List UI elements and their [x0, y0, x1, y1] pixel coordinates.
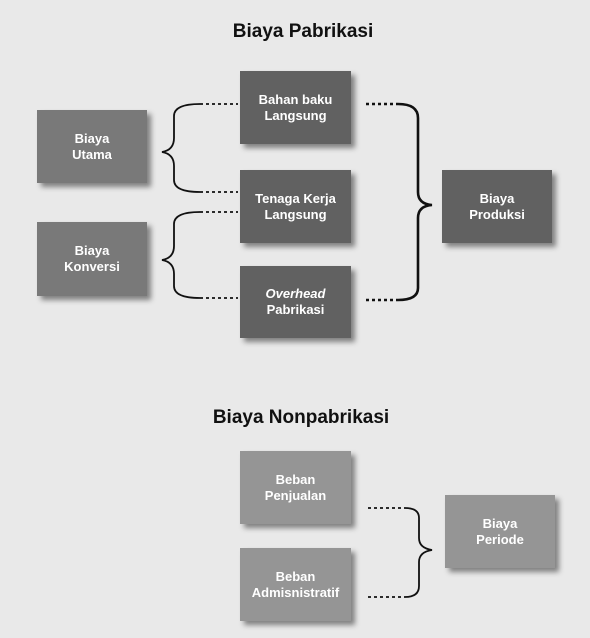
- product-cost-box: Biaya Produksi: [442, 170, 552, 243]
- prime-cost-box: Biaya Utama: [37, 110, 147, 183]
- period-cost-box: Biaya Periode: [445, 495, 555, 568]
- selling-expense-line1: Beban: [275, 471, 316, 487]
- overhead-line2: Pabrikasi: [266, 302, 325, 317]
- selling-expense-line2: Penjualan: [264, 487, 327, 503]
- conversion-cost-brace: [161, 211, 201, 299]
- direct-labor-line1: Tenaga Kerja: [255, 190, 336, 206]
- direct-labor-line2: Langsung: [264, 206, 327, 222]
- direct-material-box: Bahan baku Langsung: [240, 71, 351, 144]
- product-cost-line1: Biaya: [479, 190, 515, 206]
- nonmanufacturing-title: Biaya Nonpabrikasi: [212, 407, 390, 428]
- direct-labor-box: Tenaga Kerja Langsung: [240, 170, 351, 243]
- selling-expense-box: Beban Penjualan: [240, 451, 351, 524]
- direct-material-line2: Langsung: [264, 107, 327, 123]
- admin-expense-line1: Beban: [275, 568, 316, 584]
- admin-expense-box: Beban Admisnistratif: [240, 548, 351, 621]
- overhead-line1: Overhead: [265, 286, 326, 301]
- conversion-cost-line2: Konversi: [64, 259, 120, 274]
- conversion-cost-line1: Biaya: [74, 243, 110, 258]
- product-cost-line2: Produksi: [469, 206, 525, 222]
- manufacturing-title: Biaya Pabrikasi: [232, 21, 374, 42]
- period-cost-line1: Biaya: [482, 515, 518, 531]
- product-cost-brace: [397, 102, 433, 302]
- admin-expense-line2: Admisnistratif: [251, 584, 340, 600]
- period-cost-brace: [404, 507, 433, 598]
- prime-cost-brace: [161, 103, 201, 193]
- period-cost-line2: Periode: [476, 531, 524, 547]
- conversion-cost-box: Biaya Konversi: [37, 222, 147, 296]
- prime-cost-line1: Biaya: [74, 130, 110, 146]
- direct-material-line1: Bahan baku: [258, 91, 333, 107]
- overhead-box: Overhead Pabrikasi: [240, 266, 351, 338]
- prime-cost-line2: Utama: [72, 146, 112, 162]
